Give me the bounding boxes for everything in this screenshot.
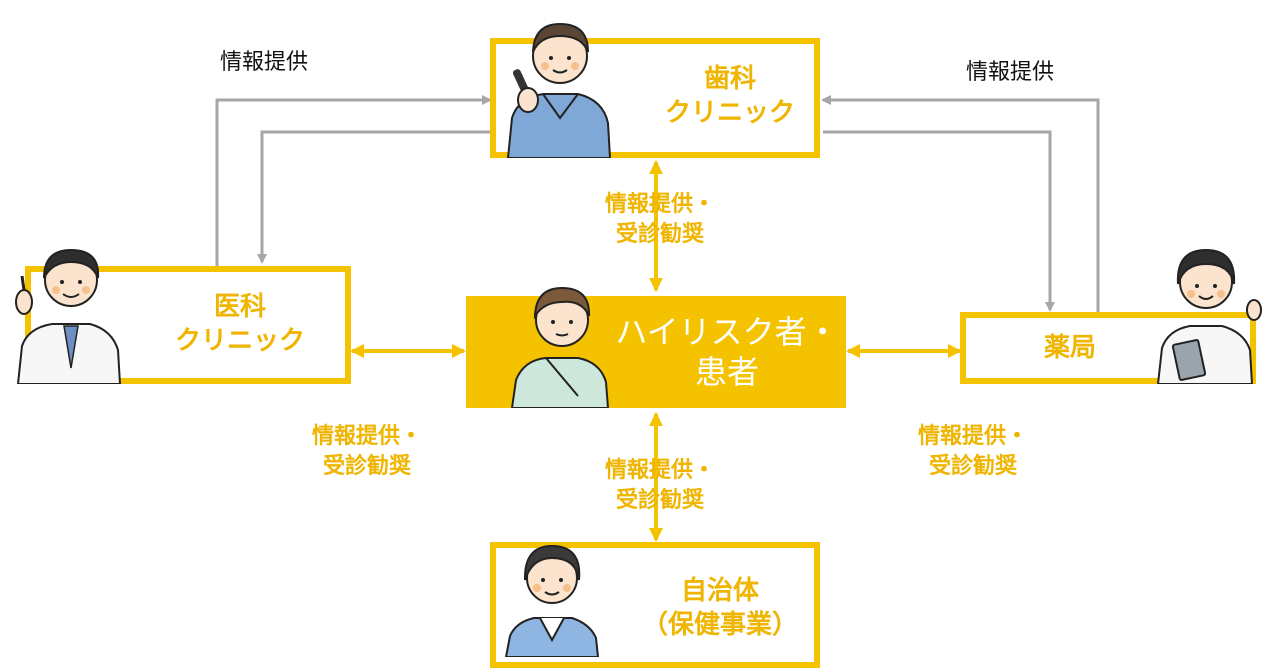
edge-label-pharmacy-patient: 情報提供・ 受診勧奨: [888, 422, 1058, 482]
municipality-label-line2: （保健事業）: [641, 610, 798, 640]
edge-label-info-right: 情報提供: [966, 60, 1055, 85]
pharmacy-label: 薬局: [1010, 331, 1130, 365]
arrow-dental-to-pharmacy: [823, 130, 1055, 312]
edge-label-line1: 情報提供・: [311, 424, 422, 449]
arrow-pharmacy-to-dental: [821, 95, 1100, 312]
municipality-label-line1: 自治体: [680, 576, 759, 606]
dental-label-line2: クリニック: [664, 98, 795, 128]
patient-figure: [510, 286, 610, 408]
staff-figure: [504, 544, 600, 657]
pharmacy-label-line1: 薬局: [1043, 333, 1096, 363]
medical-label-line2: クリニック: [174, 326, 305, 356]
edge-label-line2: 受診勧奨: [615, 488, 704, 513]
pharmacist-figure: [1156, 248, 1262, 384]
edge-label-medical-patient: 情報提供・ 受診勧奨: [282, 422, 452, 482]
edge-label-line2: 受診勧奨: [322, 454, 411, 479]
edge-label-line2: 受診勧奨: [615, 222, 704, 247]
dentist-figure: [506, 22, 612, 158]
edge-label-info-left: 情報提供: [220, 50, 309, 75]
medical-label: 医科 クリニック: [140, 290, 340, 358]
patient-label-line1: ハイリスク者・: [615, 313, 839, 351]
edge-label-dental-patient: 情報提供・ 受診勧奨: [580, 190, 740, 250]
patient-label-line2: 患者: [694, 353, 759, 391]
edge-label-line2: 受診勧奨: [928, 454, 1017, 479]
doctor-figure: [15, 248, 122, 384]
edge-label-line1: 情報提供・: [604, 192, 715, 217]
edge-label-line1: 情報提供・: [604, 458, 715, 483]
medical-label-line1: 医科: [213, 292, 266, 322]
edge-label-line1: 情報提供・: [917, 424, 1028, 449]
arrow-dental-to-medical: [257, 130, 490, 264]
patient-label: ハイリスク者・ 患者: [612, 312, 842, 392]
arrow-medical-to-dental: [215, 95, 492, 266]
edge-label-municipality-patient: 情報提供・ 受診勧奨: [580, 456, 740, 516]
dental-label: 歯科 クリニック: [640, 62, 820, 130]
municipality-label: 自治体 （保健事業）: [620, 574, 820, 642]
dental-label-line1: 歯科: [703, 64, 756, 94]
